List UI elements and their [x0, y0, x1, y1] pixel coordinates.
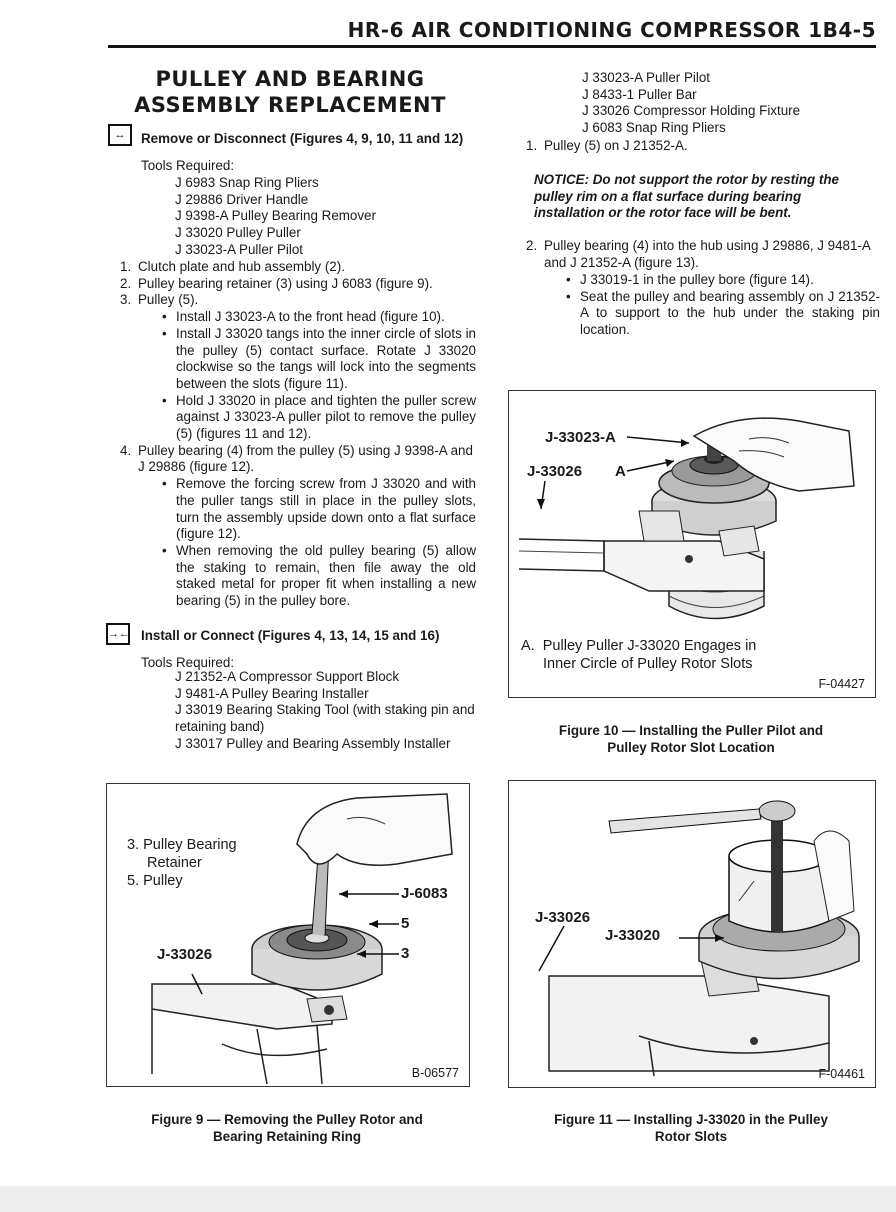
tool-item: J 21352-A Compressor Support Block	[175, 669, 400, 684]
section-title-line2: ASSEMBLY REPLACEMENT	[134, 93, 446, 117]
fig11-label-j33020: J-33020	[605, 927, 661, 944]
bullet-item: Hold J 33020 in place and tighten the pu…	[162, 393, 476, 443]
tool-item: J 9481-A Pulley Bearing Installer	[175, 685, 369, 701]
fig9-label-j6083: J-6083	[401, 885, 448, 902]
step-item: 4.Pulley bearing (4) from the pulley (5)…	[120, 442, 473, 475]
remove-tools-label: Tools Required:	[141, 158, 235, 173]
install-tools-continued: J 33023-A Puller Pilot J 8433-1 Puller B…	[582, 70, 882, 137]
install-connect-icon: →←	[106, 623, 130, 645]
figure-11-caption: Figure 11 — Installing J-33020 in the Pu…	[554, 1112, 828, 1144]
tool-item: J 9398-A Pulley Bearing Remover	[175, 208, 376, 224]
fig10-note-line2: Inner Circle of Pulley Rotor Slots	[543, 656, 753, 672]
figure-10-caption: Figure 10 — Installing the Puller Pilot …	[558, 723, 824, 755]
figure-9-illustration	[151, 793, 453, 1085]
tool-item: J 29886 Driver Handle	[175, 191, 309, 207]
install-step-2: 2.Pulley bearing (4) into the hub using …	[526, 238, 871, 270]
bullet-item: Remove the forcing screw from J 33020 an…	[162, 476, 476, 543]
section-title-line1: PULLEY AND BEARING	[155, 67, 425, 91]
fig9-legend-item-cont: Retainer	[147, 855, 202, 871]
tool-item: J 33019 Bearing Staking Tool (with staki…	[175, 702, 475, 735]
section-title: PULLEY AND BEARING ASSEMBLY REPLACEMENT	[110, 66, 470, 118]
install-step-1: 1.Pulley (5) on J 21352-A.	[526, 138, 688, 153]
tool-item: J 33023-A Puller Pilot	[175, 241, 304, 257]
tool-item: J 33026 Compressor Holding Fixture	[582, 103, 801, 119]
fig10-label-j33026: J-33026	[527, 463, 583, 480]
header-rule	[108, 45, 876, 48]
figure-10: J-33023-A J-33026 A A. Pulley Puller J-3…	[508, 390, 876, 698]
fig9-legend-item: 5. Pulley	[127, 873, 183, 889]
step-item: 3.Pulley (5).	[120, 292, 199, 308]
fig9-label-j33026: J-33026	[157, 946, 213, 963]
bullet-item: When removing the old pulley bearing (5)…	[162, 543, 476, 610]
fig9-code: B-06577	[411, 1066, 459, 1080]
step3-bullets: Install J 33023-A to the front head (fig…	[162, 309, 476, 443]
fig10-label-j33023a: J-33023-A	[545, 429, 616, 446]
fig11-label-j33026: J-33026	[535, 909, 591, 926]
fig9-label-3: 3	[401, 945, 410, 962]
figure-11-illustration	[538, 800, 860, 1077]
notice-text: NOTICE: Do not support the rotor by rest…	[534, 172, 839, 221]
install-tools-list: J 21352-A Compressor Support Block J 948…	[175, 669, 475, 753]
figure-11: J-33026 J-33020 F-04461	[508, 780, 876, 1088]
step4-bullets: Remove the forcing screw from J 33020 an…	[162, 476, 476, 610]
step-item: 1.Clutch plate and hub assembly (2).	[120, 259, 345, 274]
bullet-item: Install J 33023-A to the front head (fig…	[162, 309, 476, 326]
remove-heading: Remove or Disconnect (Figures 4, 9, 10, …	[141, 131, 464, 146]
figure-9-caption: Figure 9 — Removing the Pulley Rotor and…	[151, 1112, 423, 1144]
fig10-note: A. Pulley Puller J-33020 Engages in Inne…	[521, 637, 756, 673]
bullet-item: J 33019-1 in the pulley bore (figure 14)…	[566, 272, 880, 289]
figure-10-illustration	[518, 417, 855, 620]
figure-9: 3. Pulley Bearing Retainer 5. Pulley J-6…	[106, 783, 470, 1087]
tool-item: J 6983 Snap Ring Pliers	[175, 175, 319, 190]
page-header-title: HR-6 AIR CONDITIONING COMPRESSOR 1B4-5	[347, 18, 876, 42]
bullet-item: Seat the pulley and bearing assembly on …	[566, 289, 880, 339]
fig11-code: F-04461	[818, 1067, 865, 1081]
step2-bullets: J 33019-1 in the pulley bore (figure 14)…	[566, 272, 880, 339]
remove-steps: 1.Clutch plate and hub assembly (2). 2.P…	[120, 259, 476, 610]
fig9-legend-item: 3. Pulley Bearing	[127, 837, 237, 853]
tool-item: J 33017 Pulley and Bearing Assembly Inst…	[175, 735, 451, 751]
page-bottom-shadow	[0, 1186, 896, 1212]
tool-item: J 33023-A Puller Pilot	[582, 70, 711, 85]
fig9-label-5: 5	[401, 915, 410, 932]
remove-disconnect-icon: ↔	[108, 124, 132, 146]
fig10-note-line1: Pulley Puller J-33020 Engages in	[542, 638, 757, 654]
remove-tools-list: J 6983 Snap Ring Pliers J 29886 Driver H…	[175, 175, 475, 259]
tool-item: J 33020 Pulley Puller	[175, 225, 301, 241]
fig10-code: F-04427	[818, 677, 865, 691]
fig10-note-letter: A.	[521, 638, 535, 654]
bullet-item: Install J 33020 tangs into the inner cir…	[162, 326, 476, 393]
fig10-label-a: A	[615, 463, 626, 480]
step-item: 2.Pulley bearing retainer (3) using J 60…	[120, 275, 433, 291]
tool-item: J 8433-1 Puller Bar	[582, 86, 697, 102]
install-tools-label: Tools Required:	[141, 655, 235, 670]
tool-item: J 6083 Snap Ring Pliers	[582, 120, 726, 136]
fig9-legend: 3. Pulley Bearing Retainer 5. Pulley	[127, 836, 237, 890]
install-heading: Install or Connect (Figures 4, 13, 14, 1…	[141, 628, 440, 643]
